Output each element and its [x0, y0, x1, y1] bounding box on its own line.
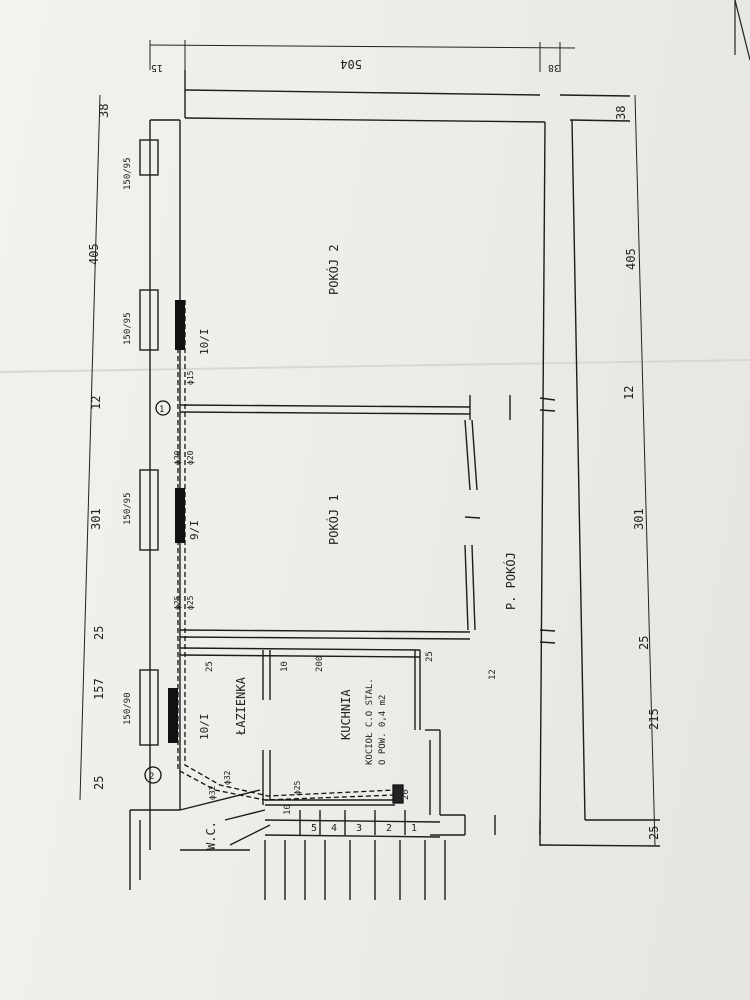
radiator-label-1: 10/I — [198, 329, 211, 356]
dim-top-7: 38 — [97, 104, 111, 118]
room-label-pokoj1: POKÓJ 1 — [326, 494, 341, 545]
boiler-note-line1: KOCIOŁ C.O STAL. — [365, 678, 375, 765]
dim-right-1: 15 — [151, 62, 163, 73]
dim-top-2: 157 — [92, 678, 106, 700]
inner-dim-2: 200 — [315, 656, 325, 672]
dim-bottom-2: 215 — [647, 708, 661, 730]
dim-top-5: 12 — [89, 396, 103, 410]
room-label-pokoj2: POKÓJ 2 — [326, 244, 341, 295]
fold-line — [0, 359, 750, 373]
inner-dim-4: 25 — [425, 651, 435, 662]
radiator-label-3: 10/I — [198, 714, 211, 741]
dimension-lines — [79, 40, 656, 846]
inner-dim-3: 10 — [280, 661, 290, 672]
room-label-lazienka: ŁAZIENKA — [234, 676, 248, 736]
heating-pipes — [177, 300, 404, 804]
room-label-przedpokoj: P. POKÓJ — [503, 552, 518, 610]
stair-number-5: 5 — [311, 823, 317, 834]
walls — [129, 70, 661, 900]
pipe-dim-8: ϕ25 — [293, 780, 302, 795]
riser-2-circle — [144, 766, 162, 784]
dim-bottom-4: 301 — [632, 508, 646, 530]
pipe-dim-6: ϕ32 — [223, 770, 232, 785]
pipe-dim-7: ϕ32 — [208, 785, 217, 800]
pipe-dim-1: ϕ15 — [186, 370, 195, 385]
riser-1-circle — [155, 400, 171, 416]
dim-top-6: 405 — [87, 243, 101, 265]
stair-number-2: 2 — [386, 823, 392, 834]
dim-right-3: 38 — [548, 62, 560, 73]
pipe-dim-3: ϕ20 — [173, 450, 182, 465]
inner-dim-7: 20 — [401, 789, 411, 800]
dim-right-2: 504 — [340, 57, 362, 71]
dim-top-3: 25 — [92, 626, 106, 640]
window-dim-4: 150/90 — [123, 692, 133, 725]
dim-bottom-5: 12 — [622, 386, 636, 400]
riser-label-2: 2 — [149, 772, 154, 782]
radiator-label-2: 9/I — [188, 520, 201, 540]
stair-number-1: 1 — [411, 823, 417, 834]
pipe-dim-4: ϕ25 — [173, 595, 182, 610]
stair-number-4: 4 — [331, 823, 337, 834]
dim-bottom-1: 25 — [647, 826, 661, 840]
window-dim-3: 150/95 — [123, 492, 133, 525]
inner-dim-6: 10 — [283, 804, 293, 815]
dim-top-4: 301 — [89, 508, 103, 530]
radiator-lazienka — [168, 688, 178, 743]
dim-bottom-7: 38 — [614, 106, 628, 120]
dim-top-1: 25 — [92, 776, 106, 790]
room-label-kuchnia: KUCHNIA — [339, 689, 353, 740]
pipe-dim-5: ϕ25 — [186, 595, 195, 610]
stair-number-3: 3 — [356, 823, 362, 834]
boiler-symbol — [392, 784, 404, 804]
window-dim-1: 150/95 — [123, 157, 133, 190]
pipe-dim-2: ϕ20 — [186, 450, 195, 465]
dim-bottom-6: 405 — [624, 248, 638, 270]
inner-dim-1: 25 — [205, 661, 215, 672]
dim-bottom-3: 25 — [637, 636, 651, 650]
radiators — [168, 300, 185, 743]
radiator-pokoj1 — [175, 488, 185, 543]
radiator-pokoj2 — [175, 300, 185, 350]
window-dim-2: 150/95 — [123, 312, 133, 345]
room-label-wc: W.C. — [204, 821, 218, 850]
inner-dim-5: 12 — [488, 669, 498, 680]
sheet-corner-mark — [734, 0, 750, 61]
boiler-note-line2: O POW. 0,4 m2 — [378, 695, 388, 765]
riser-label-1: 1 — [159, 405, 164, 415]
